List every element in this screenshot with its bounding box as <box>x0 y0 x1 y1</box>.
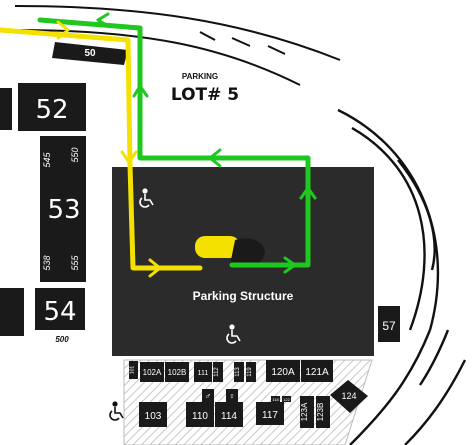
lot-54-sub-label: 500 <box>55 335 69 344</box>
restroom-icon: ♀ <box>226 389 238 402</box>
room-121a: 121A <box>305 367 329 378</box>
room-111: 111 <box>198 370 209 377</box>
room-118: 118 <box>272 397 279 402</box>
left-edge-building <box>0 88 12 130</box>
room-123b: 123B <box>316 403 325 422</box>
lot-54-label: 54 <box>43 297 76 327</box>
dark-vehicle-marker <box>230 238 265 265</box>
restroom-icon: ♂ <box>202 389 214 402</box>
building-rooms: 101 102A 102B 111 112 113 119 120A 121A … <box>123 359 373 445</box>
room-114: 114 <box>221 411 237 422</box>
lot-53-label: 53 <box>47 195 80 225</box>
lot-52[interactable]: 52 <box>18 83 86 131</box>
accessible-parking-icon <box>139 188 154 208</box>
yellow-car-marker <box>195 236 240 258</box>
lot-52-label: 52 <box>35 95 68 125</box>
svg-text:♂: ♂ <box>205 391 212 401</box>
accessible-parking-icon <box>226 324 241 344</box>
lot-57-label: 57 <box>382 319 396 333</box>
room-117: 117 <box>262 410 278 421</box>
room-120a: 120A <box>271 367 295 378</box>
room-110: 110 <box>192 411 208 422</box>
accessible-parking-icon <box>109 401 124 421</box>
room-119: 119 <box>247 367 253 377</box>
lot-53[interactable]: 53 545 550 538 555 <box>40 136 86 282</box>
yellow-route <box>0 27 203 271</box>
left-edge-building-lower <box>0 288 24 336</box>
lot-53-side-545: 545 <box>42 152 52 168</box>
room-102b: 102B <box>168 368 187 377</box>
lot-53-side-538: 538 <box>42 255 52 270</box>
room-103: 103 <box>145 411 162 422</box>
room-102a: 102A <box>143 368 162 377</box>
lot-54[interactable]: 54 500 <box>35 288 85 344</box>
room-124: 124 <box>341 391 356 401</box>
room-101: 101 <box>130 366 136 375</box>
lot-53-side-555: 555 <box>70 255 80 271</box>
right-road-lines <box>337 108 467 445</box>
room-122: 122 <box>283 397 290 402</box>
parking-lot-5-label: PARKING LOT# 5 <box>171 72 239 105</box>
lot-53-side-550: 550 <box>70 147 80 162</box>
road-lines <box>14 5 341 86</box>
room-123a: 123A <box>300 402 309 421</box>
parking-title: PARKING <box>182 72 218 81</box>
room-112: 112 <box>214 367 220 377</box>
lot-50[interactable]: 50 <box>52 42 128 65</box>
svg-text:♀: ♀ <box>229 391 236 401</box>
room-113: 113 <box>235 367 241 377</box>
lot-50-label: 50 <box>84 48 96 59</box>
route-arrow-icons <box>56 12 317 278</box>
lot-57[interactable]: 57 <box>378 306 400 342</box>
parking-lot-number: LOT# 5 <box>171 85 239 105</box>
parking-structure-label: Parking Structure <box>193 289 294 303</box>
